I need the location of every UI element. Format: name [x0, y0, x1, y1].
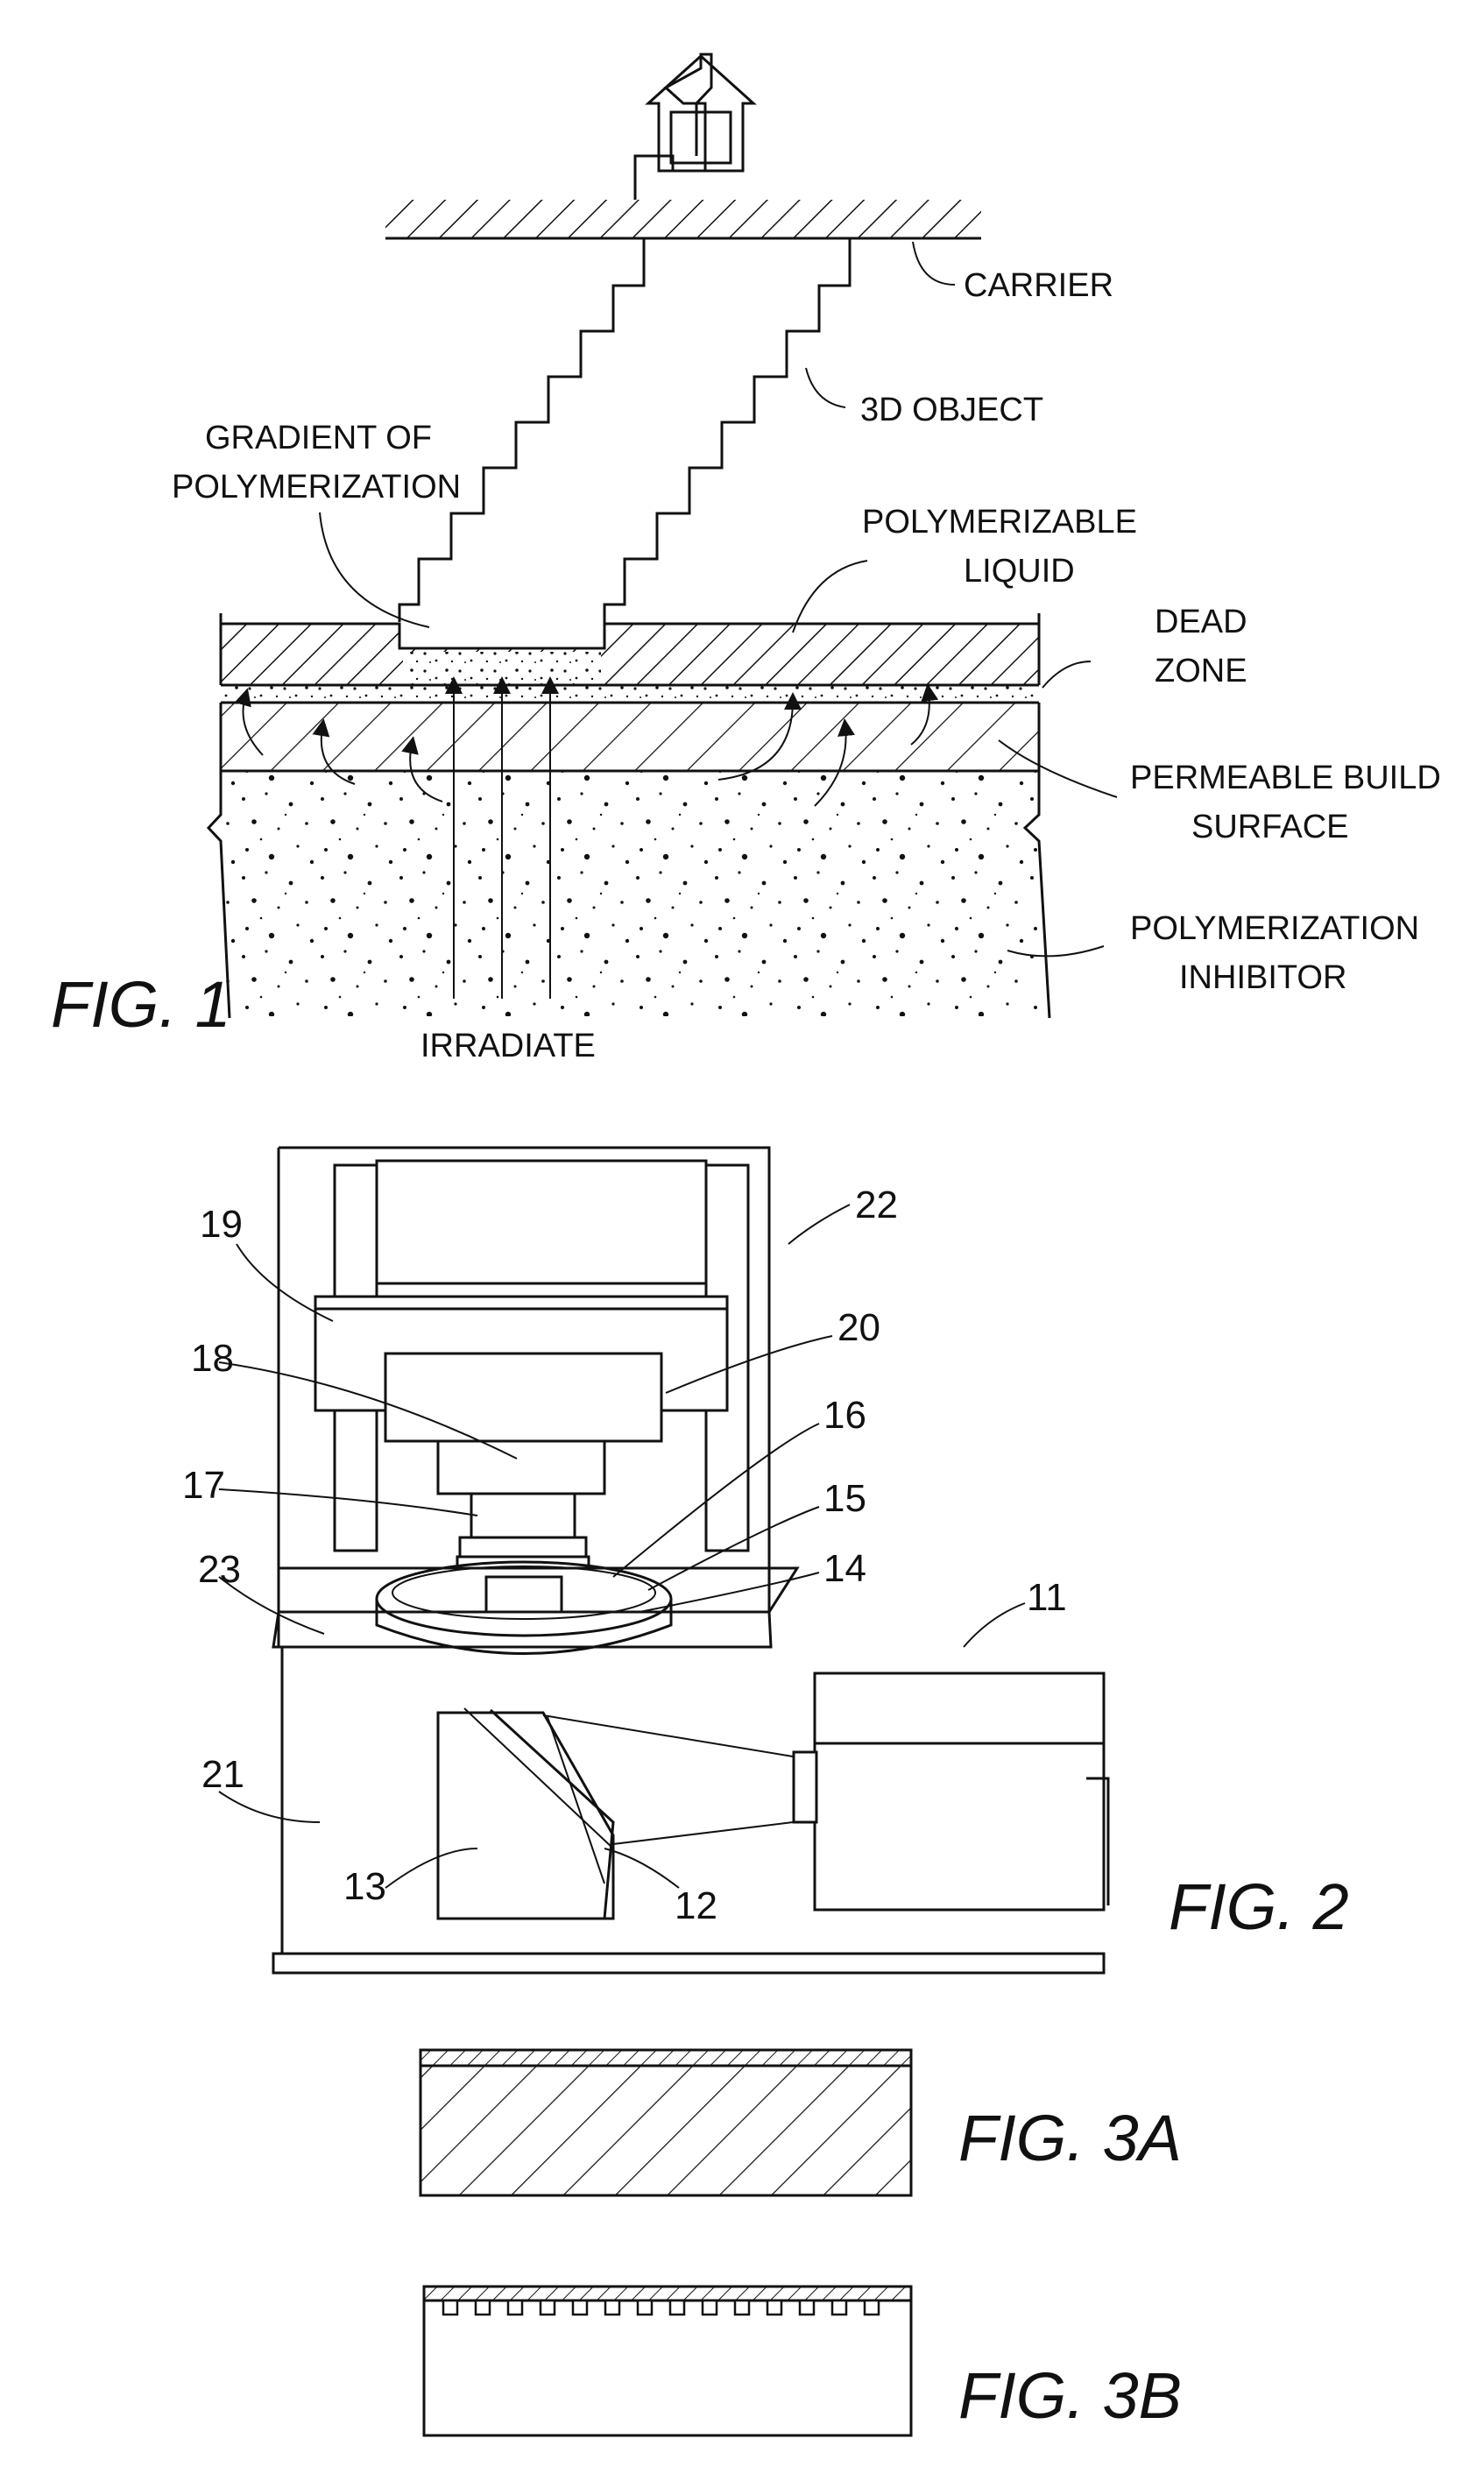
base-21 — [272, 1647, 1106, 1975]
label-3d-object: 3D OBJECT — [860, 392, 1043, 428]
label-dead-zone-line2: ZONE — [1155, 653, 1247, 689]
block-20 — [384, 1352, 663, 1443]
permeable-build-surface — [221, 703, 1039, 773]
polymerization-inhibitor — [206, 703, 1051, 1019]
fig3a: FIG. 3A — [419, 2048, 1182, 2197]
ref-21: 21 — [201, 1753, 244, 1796]
ref-14: 14 — [823, 1547, 866, 1590]
ref-19: 19 — [200, 1203, 243, 1246]
ref-18: 18 — [191, 1337, 234, 1380]
fig3b-channels — [442, 2299, 880, 2316]
fig1-title: FIG. 1 — [51, 968, 231, 1041]
label-surface-line2: SURFACE — [1191, 809, 1348, 845]
carrier — [385, 53, 981, 240]
ref-20: 20 — [837, 1306, 880, 1349]
fig3b-channel — [539, 2299, 556, 2316]
fig3b-channel — [604, 2299, 621, 2316]
fig3b-channel — [571, 2299, 589, 2316]
irradiation-arrows — [445, 676, 559, 999]
fig3b-channel — [474, 2299, 491, 2316]
label-gradient-line2: POLYMERIZATION — [172, 469, 461, 505]
label-carrier: CARRIER — [964, 267, 1113, 304]
column-18 — [436, 1439, 606, 1495]
dead-zone — [221, 683, 1039, 704]
fig3b-channel — [798, 2299, 816, 2316]
ref-15: 15 — [823, 1477, 866, 1520]
fig2: 22 19 20 18 16 17 15 23 14 11 21 13 12 F… — [182, 1146, 1349, 1975]
fig3b-channel — [830, 2299, 848, 2316]
fig3b-channel — [668, 2299, 686, 2316]
fig3b-channel — [701, 2299, 718, 2316]
label-irradiate: IRRADIATE — [420, 1028, 596, 1064]
projector-11 — [792, 1672, 1110, 1912]
label-liquid-line2: LIQUID — [964, 553, 1075, 590]
column-17 — [470, 1492, 576, 1539]
fig3b-channel — [863, 2299, 880, 2316]
fig3b-channel — [442, 2299, 459, 2316]
ref-13: 13 — [343, 1865, 386, 1908]
fig2-title: FIG. 2 — [1169, 1870, 1349, 1943]
ref-17: 17 — [182, 1464, 225, 1507]
label-surface-line1: PERMEABLE BUILD — [1130, 760, 1441, 796]
ref-12: 12 — [675, 1884, 717, 1927]
fig3b-channel — [733, 2299, 751, 2316]
fig3a-title: FIG. 3A — [958, 2102, 1182, 2174]
polymerizable-liquid — [219, 613, 1041, 685]
fig1: CARRIER 3D OBJECT GRADIENT OF POLYMERIZA… — [51, 53, 1441, 1064]
fig3b-channel — [766, 2299, 783, 2316]
label-liquid-line1: POLYMERIZABLE — [862, 504, 1137, 541]
light-path-12 — [542, 1714, 794, 1884]
label-inhibitor-line1: POLYMERIZATION — [1130, 910, 1419, 947]
ref-16: 16 — [823, 1394, 866, 1437]
fig3b-title: FIG. 3B — [958, 2359, 1182, 2432]
label-gradient-line1: GRADIENT OF — [205, 420, 432, 456]
fig3b-channel — [636, 2299, 654, 2316]
label-inhibitor-line2: INHIBITOR — [1179, 959, 1346, 996]
fig3b: FIG. 3B — [422, 2285, 1182, 2437]
3d-object — [398, 238, 646, 622]
ref-11: 11 — [1027, 1576, 1067, 1619]
mirror-13 — [436, 1707, 615, 1920]
ref-23: 23 — [198, 1548, 241, 1591]
fig3b-channel — [506, 2299, 524, 2316]
gradient-zone — [403, 652, 601, 683]
diffusion-arrows — [234, 683, 939, 807]
label-dead-zone-line1: DEAD — [1155, 604, 1247, 640]
ref-22: 22 — [855, 1184, 898, 1226]
build-tray — [375, 1560, 673, 1655]
